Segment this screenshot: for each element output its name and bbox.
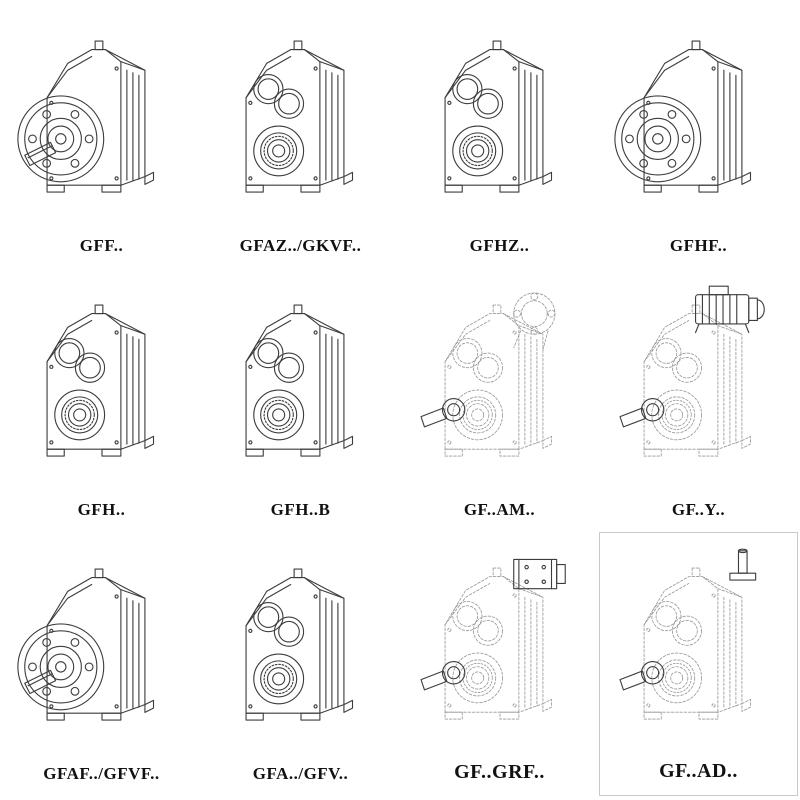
gearbox-label: GFAZ../GKVF..	[239, 236, 362, 255]
gearbox-drawing-gff	[4, 6, 199, 234]
gear-bores	[451, 73, 503, 177]
gearbox-housing	[46, 40, 154, 193]
gearbox-label: GF..GRF..	[454, 761, 545, 783]
gearbox-cell: GF..AM..	[400, 268, 599, 532]
gearbox-drawing-gfh-b	[203, 270, 398, 498]
gearbox-label: GFH..	[77, 500, 126, 519]
gearbox-cell: GFA../GFV..	[201, 532, 400, 796]
gearbox-cell: GFAZ../GKVF..	[201, 4, 400, 268]
gear-bores	[53, 337, 105, 441]
gearbox-cell: GFHZ..	[400, 4, 599, 268]
input-shaft	[618, 660, 664, 690]
gearbox-cell: GF..AD..	[599, 532, 798, 796]
gearbox-label: GFHF..	[669, 236, 728, 255]
output-flange	[613, 95, 701, 183]
gear-bores	[451, 338, 503, 441]
output-shaft	[23, 141, 56, 167]
gearbox-label: GFHZ..	[469, 236, 530, 255]
gearbox-housing	[46, 568, 154, 721]
gear-bores	[650, 600, 702, 703]
adapter-box	[512, 558, 566, 589]
gearbox-cell: GFH..B	[201, 268, 400, 532]
gearbox-label: GF..AD..	[659, 760, 738, 782]
gearbox-cell: GF..GRF..	[400, 532, 599, 796]
gearbox-drawing-gfhf	[601, 6, 796, 234]
gear-bores	[451, 600, 503, 703]
gear-bores	[252, 337, 304, 441]
gearbox-drawing-gfaz-gkvf	[203, 6, 398, 234]
gearbox-drawing-gfhz	[402, 6, 597, 234]
gearbox-cell: GFH..	[2, 268, 201, 532]
gear-bores	[650, 338, 702, 441]
output-flange	[16, 95, 104, 183]
input-flange-adapter	[512, 292, 555, 351]
input-shaft	[419, 660, 465, 690]
output-flange	[16, 623, 104, 711]
motor-block	[694, 285, 765, 334]
input-shaft	[618, 398, 664, 428]
output-shaft	[23, 669, 56, 695]
gearbox-cell: GFAF../GFVF..	[2, 532, 201, 796]
gearbox-drawing-gfaf-gfvf	[4, 534, 199, 762]
gearbox-housing	[643, 40, 751, 193]
gear-bores	[252, 601, 304, 705]
gearbox-cell: GFF..	[2, 4, 201, 268]
gearbox-cell: GFHF..	[599, 4, 798, 268]
gearbox-drawing-gf-y	[601, 270, 796, 498]
gear-bores	[252, 73, 304, 177]
gearbox-label: GFAF../GFVF..	[43, 764, 160, 783]
gearbox-label: GFF..	[79, 236, 124, 255]
gearbox-drawing-gfh	[4, 270, 199, 498]
top-input-shaft	[728, 548, 756, 581]
gearbox-label: GF..AM..	[463, 500, 536, 519]
gearbox-drawing-gf-grf	[402, 534, 597, 759]
input-shaft	[419, 398, 465, 428]
gearbox-label: GF..Y..	[671, 500, 726, 519]
gearbox-drawing-gfa-gfv	[203, 534, 398, 762]
gearbox-drawing-gf-am	[402, 270, 597, 498]
gearbox-cell: GF..Y..	[599, 268, 798, 532]
gearbox-drawing-gf-ad	[602, 535, 795, 758]
gearbox-label: GFA../GFV..	[252, 764, 349, 783]
gearbox-label: GFH..B	[270, 500, 331, 519]
